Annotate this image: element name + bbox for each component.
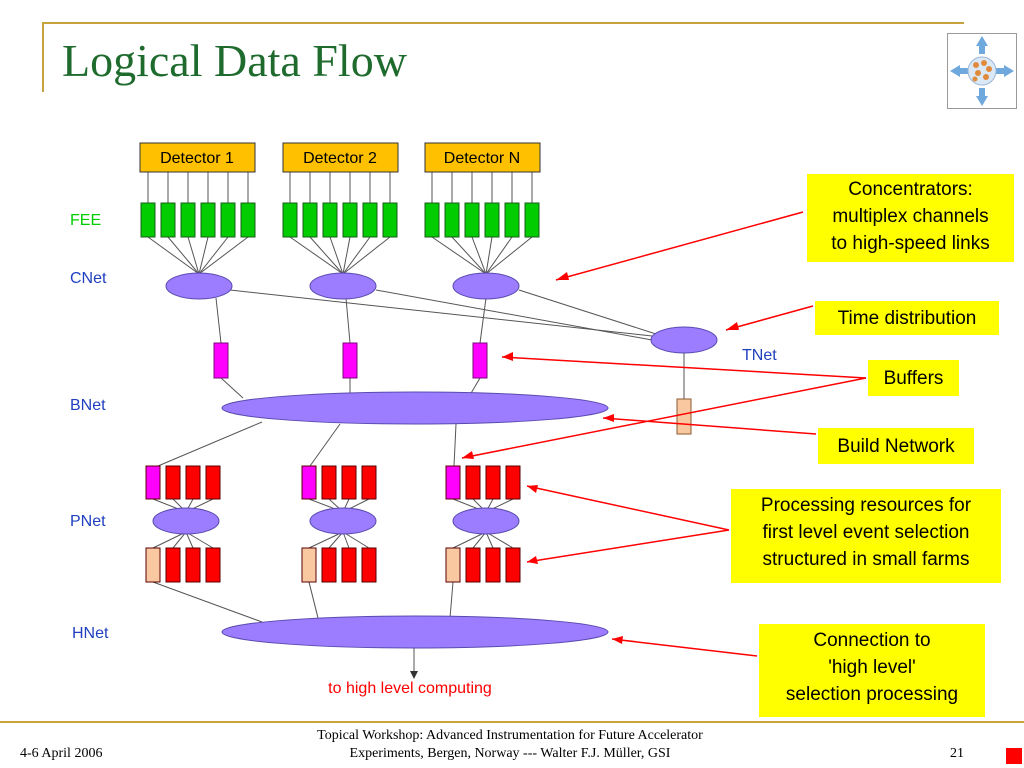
farm-node (152, 507, 220, 535)
footer-credit-line2: Experiments, Bergen, Norway --- Walter F… (349, 746, 671, 761)
fee-module (302, 202, 318, 238)
fee-module (524, 202, 540, 238)
callout-concentrators-line1: Concentrators: (848, 179, 973, 200)
data-flow-diagram: Detector 1 Detector 2 Detector N (70, 142, 867, 697)
processor-module (465, 547, 481, 583)
layer-label-fee: FEE (70, 212, 101, 229)
fee-module (424, 202, 440, 238)
title-frame-top (42, 22, 964, 24)
buffer-module (213, 342, 229, 379)
processor-module (485, 465, 501, 500)
processor-module (505, 547, 521, 583)
callout-time-distribution: Time distribution (815, 301, 999, 335)
fee-module (200, 202, 216, 238)
detector-label: Detector 1 (160, 150, 234, 167)
callout-connection-line1: Connection to (813, 630, 931, 651)
callout-concentrators: Concentrators: multiplex channels to hig… (807, 174, 1014, 262)
detector-label: Detector 2 (303, 150, 377, 167)
time-distribution-node (650, 326, 718, 354)
processor-module (165, 547, 181, 583)
footer-date: 4-6 April 2006 (20, 746, 103, 761)
farm-link-module (145, 547, 161, 583)
processor-module (505, 465, 521, 500)
page-number: 21 (950, 746, 964, 761)
callout-build-network: Build Network (818, 428, 974, 464)
callout-buffers: Buffers (868, 360, 959, 396)
processor-module (361, 547, 377, 583)
output-label: to high level computing (328, 680, 492, 697)
callout-connection: Connection to 'high level' selection pro… (759, 624, 985, 717)
processor-module (321, 547, 337, 583)
processor-module (341, 547, 357, 583)
time-buffer-module (676, 398, 692, 435)
callout-processing-line2: first level event selection (762, 522, 970, 543)
callout-connection-line2: 'high level' (828, 657, 916, 678)
layer-label-tnet: TNet (742, 347, 777, 364)
footer-rule (0, 721, 1024, 723)
concentrator-node (309, 272, 377, 300)
fee-module (322, 202, 338, 238)
fee-module (160, 202, 176, 238)
footer-square-icon (1006, 748, 1022, 764)
footer-credit-line1: Topical Workshop: Advanced Instrumentati… (317, 728, 703, 743)
processor-module (485, 547, 501, 583)
fee-module (342, 202, 358, 238)
callout-concentrators-line3: to high-speed links (831, 233, 990, 254)
processor-module (341, 465, 357, 500)
fee-module (282, 202, 298, 238)
processor-module (361, 465, 377, 500)
processor-module (185, 465, 201, 500)
detector-box (424, 142, 541, 173)
layer-label-pnet: PNet (70, 513, 106, 530)
callout-connection-line3: selection processing (785, 684, 959, 705)
title-frame-left (42, 22, 44, 92)
farm-link-module (445, 547, 461, 583)
detector-box (139, 142, 256, 173)
buffer-module (472, 342, 488, 379)
fee-module (464, 202, 480, 238)
detector-box (282, 142, 399, 173)
farm-node (309, 507, 377, 535)
processor-module (321, 465, 337, 500)
farm-buffer-module (445, 465, 461, 500)
callout-concentrators-line2: multiplex channels (832, 206, 989, 227)
layer-label-bnet: BNet (70, 397, 106, 414)
processor-module (205, 465, 221, 500)
output-arrowhead (410, 671, 418, 679)
network-logo-icon (947, 33, 1017, 109)
processor-module (165, 465, 181, 500)
processor-module (185, 547, 201, 583)
farm-link-module (301, 547, 317, 583)
processor-module (465, 465, 481, 500)
detector-label: Detector N (444, 150, 520, 167)
concentrator-node (165, 272, 233, 300)
fee-module (240, 202, 256, 238)
processor-module (205, 547, 221, 583)
fee-module (382, 202, 398, 238)
farm-node (452, 507, 520, 535)
fee-module (484, 202, 500, 238)
build-network-node (221, 391, 609, 425)
fee-module (220, 202, 236, 238)
fee-module (180, 202, 196, 238)
fee-module (504, 202, 520, 238)
layer-label-hnet: HNet (72, 625, 109, 642)
buffer-module (342, 342, 358, 379)
slide-title: Logical Data Flow (62, 35, 407, 86)
farm-buffer-module (301, 465, 317, 500)
high-level-network-node (221, 615, 609, 649)
fee-module (444, 202, 460, 238)
farm-buffer-module (145, 465, 161, 500)
layer-label-cnet: CNet (70, 270, 107, 287)
callout-processing-line1: Processing resources for (760, 495, 972, 516)
concentrator-node (452, 272, 520, 300)
callout-processing-line3: structured in small farms (762, 549, 970, 570)
fee-module (140, 202, 156, 238)
footer-credit: Topical Workshop: Advanced Instrumentati… (240, 727, 780, 763)
fee-module (362, 202, 378, 238)
callout-processing: Processing resources for first level eve… (731, 489, 1001, 583)
